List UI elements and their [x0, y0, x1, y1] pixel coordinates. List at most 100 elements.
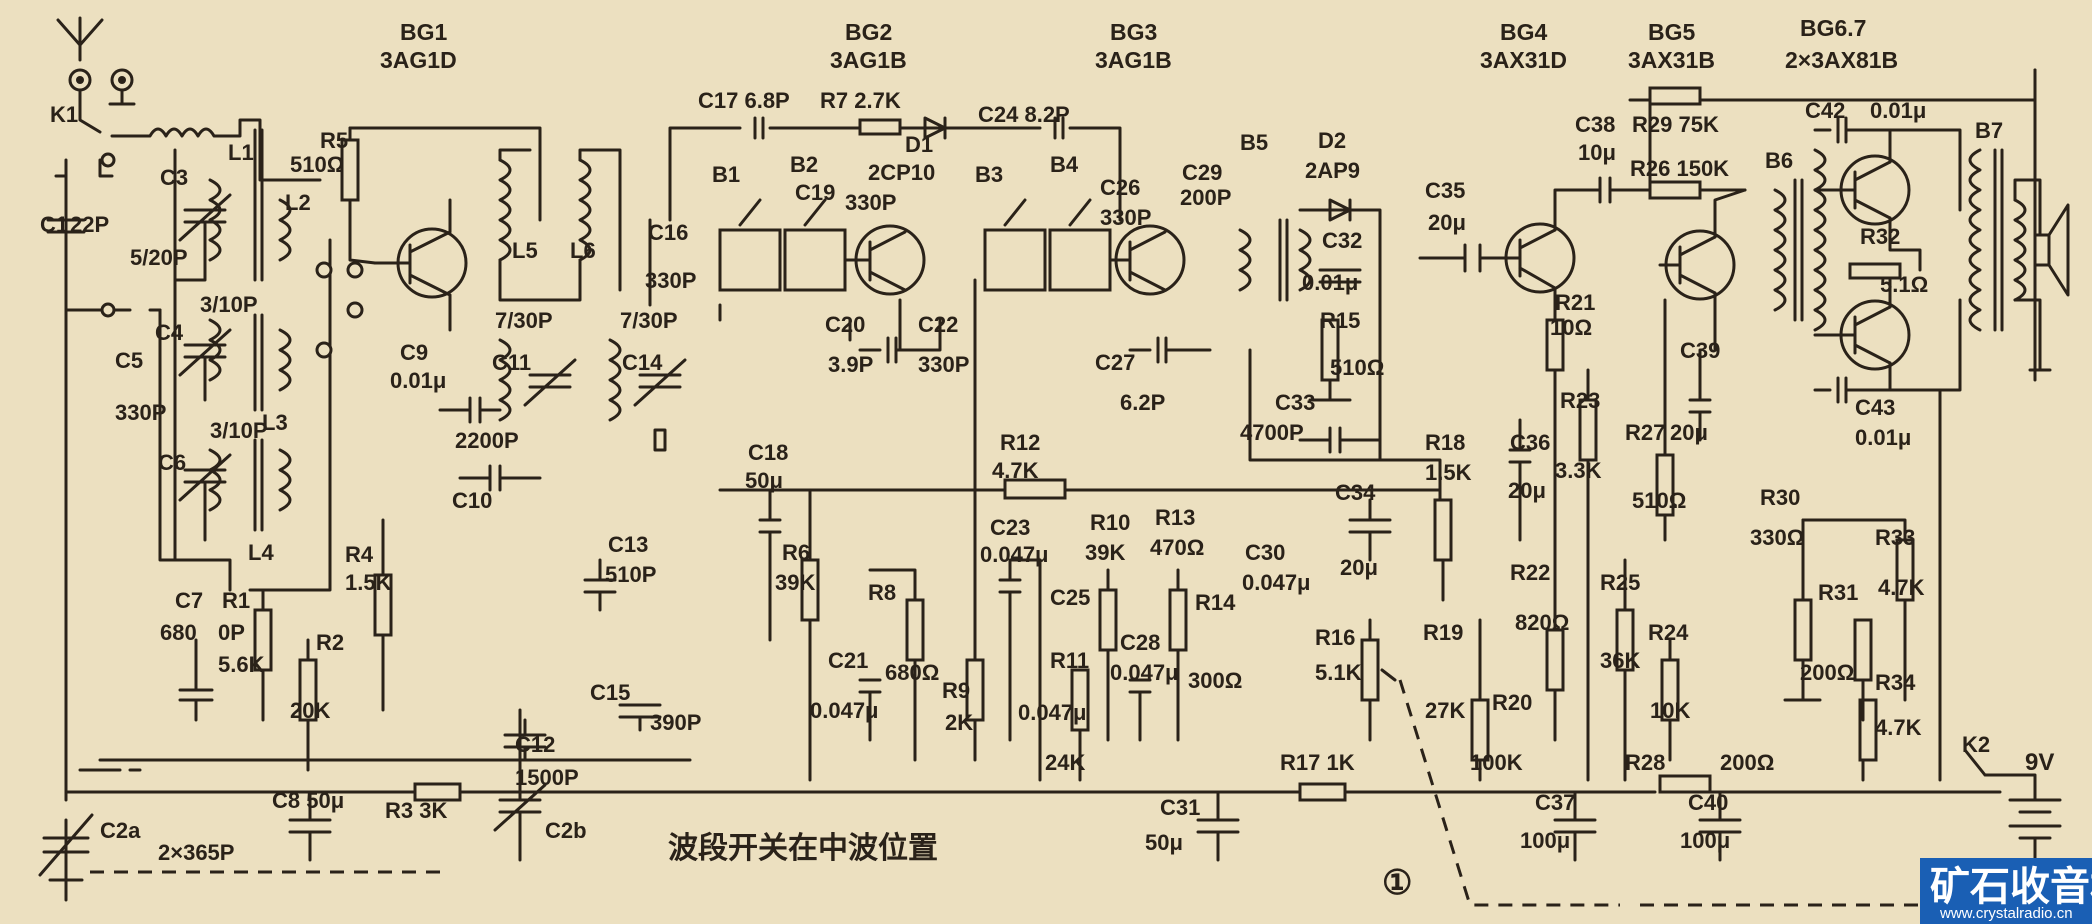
c43-value: 0.01μ: [1855, 425, 1911, 450]
r34-value: 4.7K: [1875, 715, 1922, 740]
bg4-model: 3AX31D: [1480, 47, 1567, 73]
r12-label: R12: [1000, 430, 1040, 455]
r3-label: R3 3K: [385, 798, 447, 823]
d2-label: D2: [1318, 128, 1346, 153]
c31-value: 50μ: [1145, 830, 1183, 855]
r34-label: R34: [1875, 670, 1916, 695]
r15-label: R15: [1320, 308, 1360, 333]
bg67-model: 2×3AX81B: [1785, 47, 1898, 73]
c16-label: C16: [648, 220, 688, 245]
r18-value: 1.5K: [1425, 460, 1472, 485]
c21-label: C21: [828, 648, 868, 673]
c16-value: 330P: [645, 268, 696, 293]
c33-value: 4700P: [1240, 420, 1304, 445]
c27-label: C27: [1095, 350, 1135, 375]
r20-label: R20: [1492, 690, 1532, 715]
r30-label: R30: [1760, 485, 1800, 510]
antenna-section: [38, 16, 322, 902]
b1-label: B1: [712, 162, 740, 187]
b6-label: B6: [1765, 148, 1793, 173]
c42-label: C42: [1805, 98, 1845, 123]
r9-label: R9: [942, 678, 970, 703]
l3-label: L3: [262, 410, 288, 435]
bg2-model: 3AG1B: [830, 47, 907, 73]
r21-label: R21: [1555, 290, 1595, 315]
c6-label: C6: [158, 450, 186, 475]
c9-label: C9: [400, 340, 428, 365]
c40-value: 100μ: [1680, 828, 1730, 853]
c4-value: 3/10P: [200, 292, 258, 317]
c21-value: 0.047μ: [810, 698, 879, 723]
c5-value: 330P: [115, 400, 166, 425]
r18-label: R18: [1425, 430, 1465, 455]
r2-label: R2: [316, 630, 344, 655]
r2-value: 20K: [290, 698, 330, 723]
c11-label: C11: [492, 350, 531, 375]
r8-value: 680Ω: [885, 660, 939, 685]
r19-value: 27K: [1425, 698, 1465, 723]
r27-value: 510Ω: [1632, 488, 1686, 513]
c30-label: C30: [1245, 540, 1285, 565]
r26-label: R26 150K: [1630, 156, 1729, 181]
c40-label: C40: [1688, 790, 1728, 815]
b3-label: B3: [975, 162, 1003, 187]
r8-label: R8: [868, 580, 896, 605]
r33-value: 4.7K: [1878, 575, 1925, 600]
c15-label: C15: [590, 680, 630, 705]
d1-value: 2CP10: [868, 160, 935, 185]
c18-label: C18: [748, 440, 788, 465]
c2a-label: C2a: [100, 818, 141, 843]
c20-label: C20: [825, 312, 865, 337]
r29-label: R29 75K: [1632, 112, 1719, 137]
r4-label: R4: [345, 542, 374, 567]
r10-label: R10: [1090, 510, 1130, 535]
r13-value: 470Ω: [1150, 535, 1204, 560]
c18-value: 50μ: [745, 468, 783, 493]
r10-value: 39K: [1085, 540, 1125, 565]
bg67-ref: BG6.7: [1800, 15, 1866, 41]
l1-label: L1: [228, 140, 254, 165]
transistor-labels: BG1 3AG1D BG2 3AG1B BG3 3AG1B BG4 3AX31D…: [380, 15, 1898, 73]
c5-label: C5: [115, 348, 143, 373]
c4-label: C4: [155, 320, 184, 345]
rf-coil-section: [98, 128, 692, 772]
bg3-ref: BG3: [1110, 19, 1157, 45]
battery-voltage: 9V: [2025, 749, 2054, 776]
b5-label: B5: [1240, 130, 1268, 155]
c3-label: C3: [160, 165, 188, 190]
watermark-url: www.crystalradio.cn: [1939, 905, 2073, 922]
c38-label: C38: [1575, 112, 1615, 137]
r23-label: R23: [1560, 388, 1600, 413]
r21-value: 10Ω: [1550, 315, 1592, 340]
c29-label: C29: [1182, 160, 1222, 185]
c43-label: C43: [1855, 395, 1895, 420]
r27-label: R27: [1625, 420, 1665, 445]
d1-label: D1: [905, 132, 933, 157]
r1-value: 0P: [218, 620, 245, 645]
k1-label: K1: [50, 102, 78, 127]
c25-value: 0.047μ: [1018, 700, 1087, 725]
l2-label: L2: [285, 190, 311, 215]
r32-label: R32: [1860, 224, 1900, 249]
c32-value: 0.01μ: [1302, 270, 1358, 295]
r12-value: 4.7K: [992, 458, 1039, 483]
b2-label: B2: [790, 152, 818, 177]
c37-label: C37: [1535, 790, 1575, 815]
bg2-ref: BG2: [845, 19, 892, 45]
c36-label: C36: [1510, 430, 1550, 455]
bg5-ref: BG5: [1648, 19, 1696, 45]
c34-value: 20μ: [1340, 555, 1378, 580]
detector-section: [1238, 198, 1442, 742]
c39-value: 20μ: [1670, 420, 1708, 445]
c2-value: 2×365P: [158, 840, 234, 865]
r22-label: R22: [1510, 560, 1550, 585]
figure-number: ①: [1382, 864, 1412, 902]
c24-label: C24 8.2P: [978, 102, 1070, 127]
c12-label: C12: [515, 732, 555, 757]
r5-value: 510Ω: [290, 152, 344, 177]
audio-driver: [1418, 68, 2037, 794]
r31-label: R31: [1818, 580, 1858, 605]
r15-value: 510Ω: [1330, 355, 1384, 380]
r31-value: 200Ω: [1800, 660, 1854, 685]
